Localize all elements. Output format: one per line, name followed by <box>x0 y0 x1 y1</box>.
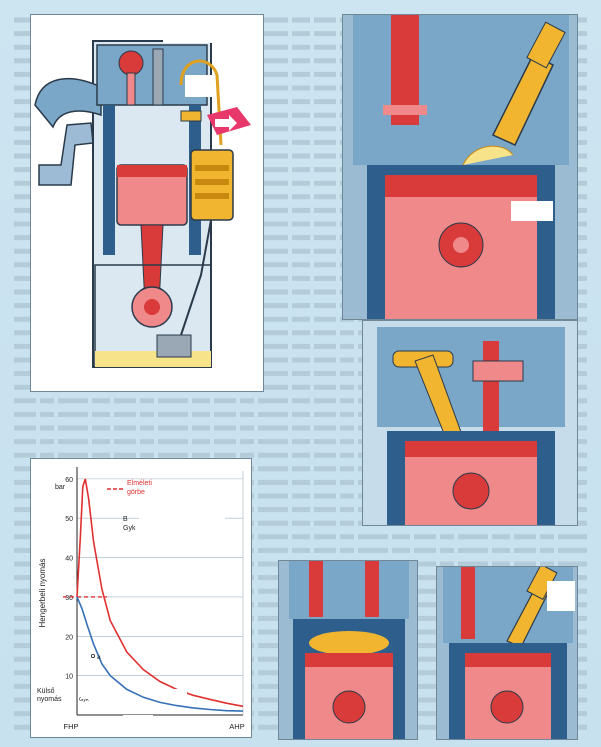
series-line-1 <box>76 596 244 712</box>
label-box <box>547 581 575 611</box>
combustion-chamber-panel-top <box>342 14 578 320</box>
label-box <box>215 255 255 293</box>
y-axis-title: Hengerbeli nyomás <box>38 559 47 628</box>
y-tick-label: 30 <box>65 595 73 602</box>
x-tick-label-end: AHP <box>229 722 244 731</box>
combustion-chamber-illustration <box>279 561 417 739</box>
bottom-label-line2: nyomás <box>37 696 62 703</box>
combustion-chamber-panel-bottom <box>278 560 418 740</box>
y-tick-label: 60 <box>65 477 73 484</box>
y-tick-label: 10 <box>65 674 73 681</box>
label-box <box>139 517 225 541</box>
point-label-gyk: Gyk <box>123 525 136 532</box>
label-box <box>47 39 77 61</box>
label-box <box>123 715 153 725</box>
label-box <box>43 205 73 227</box>
combustion-chamber-illustration <box>343 15 577 319</box>
legend-label: görbe <box>127 489 145 496</box>
series-line-0 <box>76 478 244 708</box>
y-tick-label: 20 <box>65 634 73 641</box>
engine-cross-section-panel <box>30 14 264 392</box>
point-label-b: B <box>123 516 128 523</box>
label-box <box>163 21 235 43</box>
y-unit-label: bar <box>55 484 66 491</box>
label-box <box>157 689 187 699</box>
label-box <box>81 689 111 699</box>
y-tick-label: 50 <box>65 516 73 523</box>
label-box <box>511 201 553 221</box>
engine-cross-section-illustration <box>34 40 251 368</box>
point-label-gyk-small: Gyk <box>79 697 89 703</box>
bottom-label-line1: Külső <box>37 688 55 695</box>
injector-illustration <box>437 567 577 739</box>
injector-panel-bottom <box>436 566 578 740</box>
point-marker-a <box>91 653 96 658</box>
legend-label: Elméleti <box>127 480 152 487</box>
y-tick-label: 40 <box>65 556 73 563</box>
point-label-a: a <box>97 654 101 661</box>
label-box <box>185 75 215 97</box>
x-tick-label-start: FHP <box>64 722 79 731</box>
valve-train-panel <box>362 320 578 526</box>
valve-train-illustration <box>363 321 577 525</box>
